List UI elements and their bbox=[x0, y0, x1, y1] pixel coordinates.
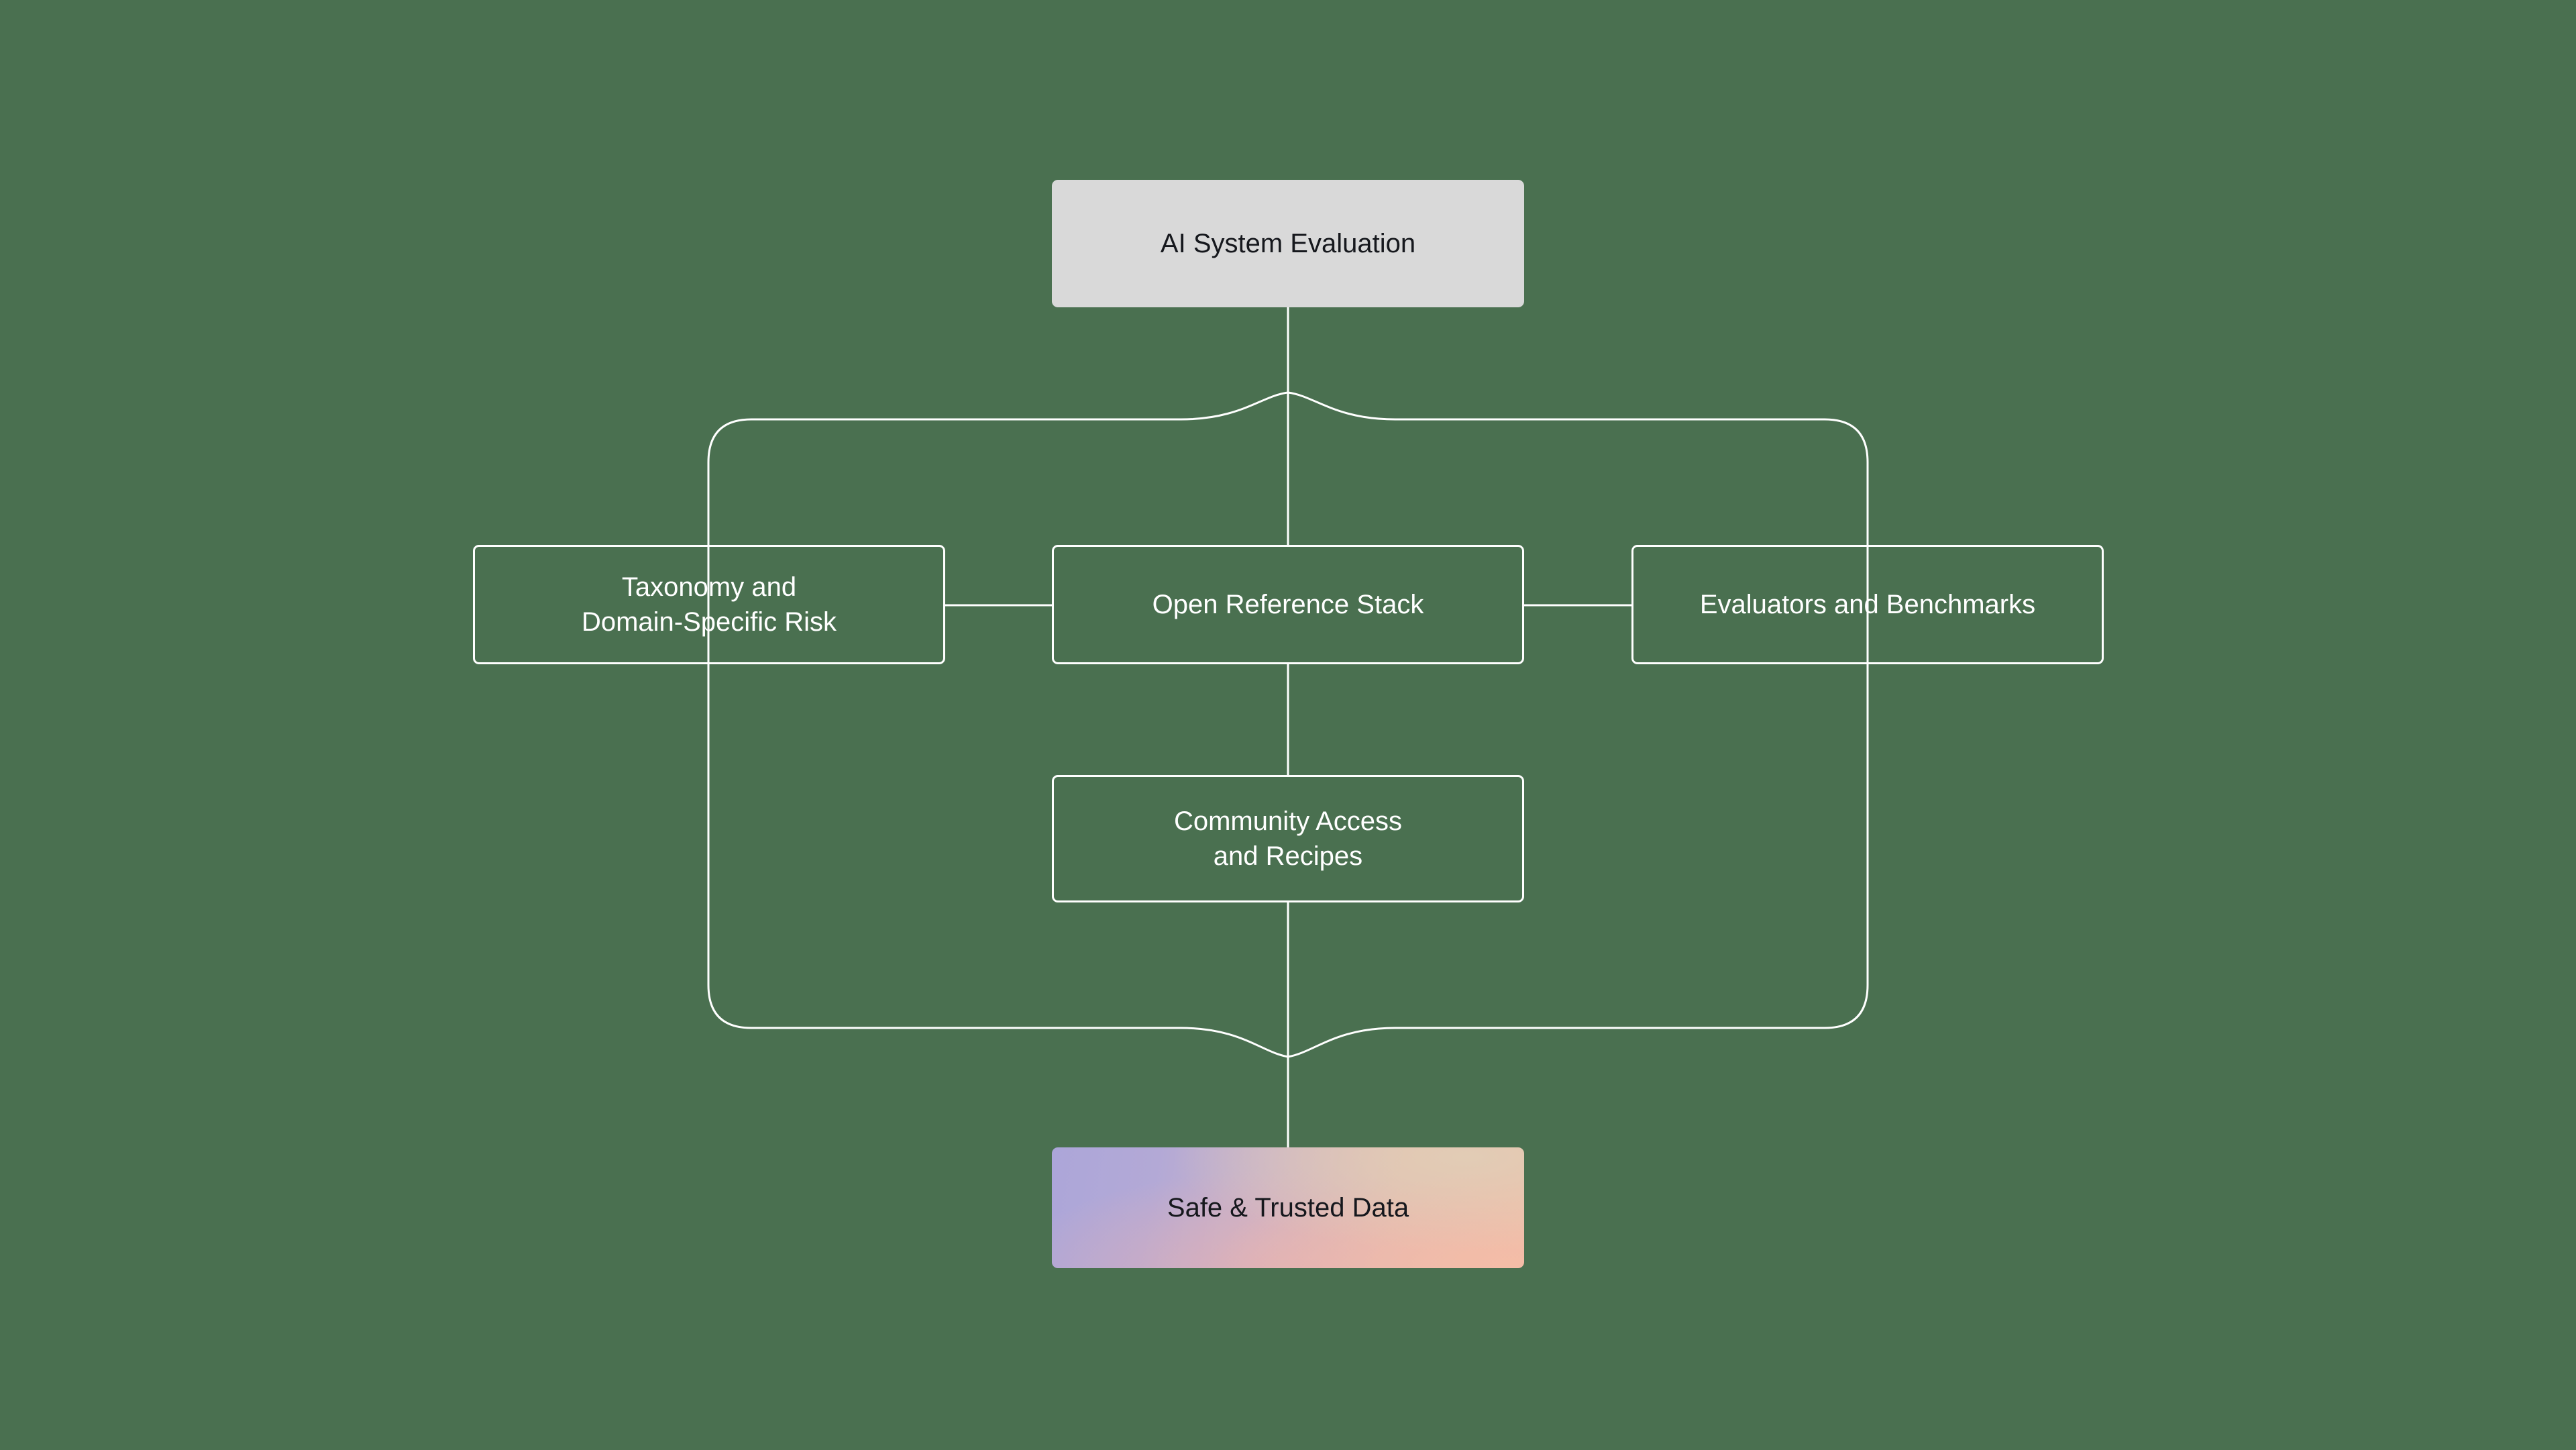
node-label-open-reference-stack: Open Reference Stack bbox=[1152, 590, 1424, 619]
edge-bus-left-rail-bottom bbox=[707, 984, 1181, 1029]
edge-bus-top-right-fan bbox=[1287, 391, 1825, 421]
node-label-ai-system-evaluation: AI System Evaluation bbox=[1160, 229, 1416, 258]
node-label-taxonomy-and-domain-specific-risk: Taxonomy and Domain-Specific Risk bbox=[581, 572, 837, 637]
node-community-access-and-recipes[interactable]: Community Access and Recipes bbox=[1052, 775, 1524, 902]
edge-bus-left-rail bbox=[707, 418, 752, 985]
node-open-reference-stack[interactable]: Open Reference Stack bbox=[1052, 545, 1524, 664]
edge-bus-right-rail bbox=[1824, 418, 1869, 985]
node-label-community-access-and-recipes: Community Access and Recipes bbox=[1173, 807, 1403, 871]
node-safe-and-trusted-data[interactable]: Safe & Trusted Data bbox=[1052, 1147, 1524, 1268]
node-label-safe-and-trusted-data: Safe & Trusted Data bbox=[1167, 1193, 1409, 1223]
edge-bus-top-left-fan bbox=[751, 391, 1289, 421]
node-label-evaluators-and-benchmarks: Evaluators and Benchmarks bbox=[1699, 590, 2036, 619]
node-ai-system-evaluation[interactable]: AI System Evaluation bbox=[1052, 180, 1524, 307]
node-evaluators-and-benchmarks[interactable]: Evaluators and Benchmarks bbox=[1631, 545, 2104, 664]
edge-bus-bottom-left-fan bbox=[1180, 1027, 1289, 1058]
edge-bus-right-rail-bottom bbox=[1395, 984, 1869, 1029]
node-taxonomy-and-domain-specific-risk[interactable]: Taxonomy and Domain-Specific Risk bbox=[473, 545, 945, 664]
edge-bus-bottom-right-fan bbox=[1287, 1027, 1396, 1058]
